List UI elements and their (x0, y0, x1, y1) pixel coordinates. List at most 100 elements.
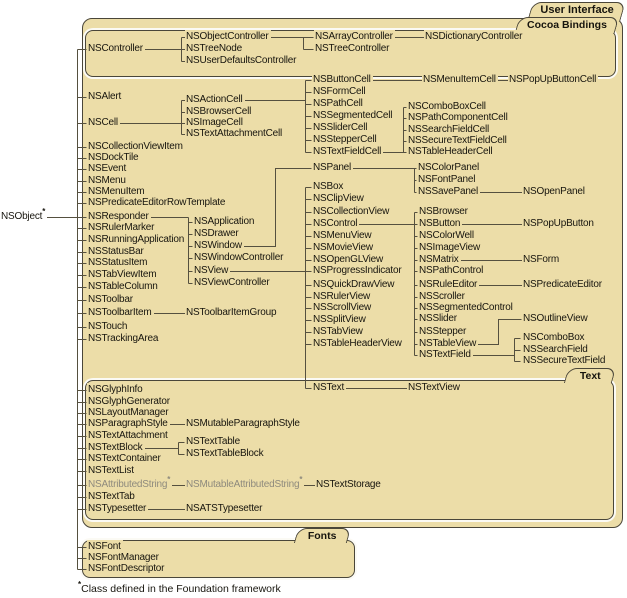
class-node-nsattributedstring: NSAttributedString* (87, 475, 173, 491)
class-node-nstreecontroller: NSTreeController (314, 42, 392, 55)
class-name: NSText (313, 382, 345, 393)
class-name: NSForm (523, 254, 560, 265)
class-node-nsstatusitem: NSStatusItem (87, 256, 150, 269)
class-node-nsmutableattributedstring: NSMutableAttributedString* (185, 475, 305, 491)
class-node-nssavepanel: NSSavePanel (417, 185, 481, 198)
folder-tab-label: User Interface (540, 4, 614, 16)
class-node-nsarraycontroller: NSArrayController (314, 30, 395, 43)
folder-tab-label: Fonts (308, 530, 337, 542)
class-name: NSComboBox (523, 332, 585, 343)
class-node-nsfontpanel: NSFontPanel (417, 173, 478, 186)
class-name: NSView (194, 265, 229, 276)
class-name: NSRunningApplication (88, 234, 185, 245)
class-name: NSTableHeaderView (313, 338, 402, 349)
class-name: NSTableColumn (88, 281, 158, 292)
class-name: NSFontPanel (418, 174, 476, 185)
class-node-nspopupbutton: NSPopUpButton (522, 217, 596, 230)
class-node-nsview: NSView (193, 264, 231, 277)
class-node-nsfont: NSFont (87, 540, 123, 553)
class-node-nstextview: NSTextView (407, 381, 462, 394)
class-name: NSAttributedString (88, 479, 168, 490)
class-node-nssecuretextfieldcell: NSSecureTextFieldCell (407, 134, 509, 147)
class-node-nsuserdefaultscontroller: NSUserDefaultsController (185, 54, 299, 67)
class-name: NSTextAttachment (88, 430, 168, 441)
class-node-nstextattachmentcell: NSTextAttachmentCell (185, 127, 285, 140)
class-name: NSButton (419, 218, 461, 229)
class-node-nsevent: NSEvent (87, 162, 129, 175)
folder-text (85, 380, 614, 520)
class-node-nssplitview: NSSplitView (312, 313, 368, 326)
class-name: NSTabViewItem (88, 269, 157, 280)
class-name: NSImageView (419, 242, 480, 253)
class-node-nsscrollview: NSScrollView (312, 301, 373, 314)
class-name: NSWindowController (194, 252, 284, 263)
class-node-nsquickdrawview: NSQuickDrawView (312, 278, 397, 291)
class-node-nssearchfield: NSSearchField (522, 343, 590, 356)
class-name: NSSliderCell (313, 122, 368, 133)
class-node-nspathcontrol: NSPathControl (418, 264, 486, 277)
class-name: NSTextTab (88, 491, 135, 502)
class-name: NSTabView (313, 326, 363, 337)
class-node-nsrulermarker: NSRulerMarker (87, 221, 157, 234)
class-name: NSPathControl (419, 265, 484, 276)
footnote: *Class defined in the Foundation framewo… (78, 580, 281, 595)
class-node-nscell: NSCell (87, 116, 120, 129)
class-node-nstabviewitem: NSTabViewItem (87, 268, 159, 281)
class-name: NSWindow (194, 240, 242, 251)
class-node-nsimagecell: NSImageCell (185, 116, 245, 129)
class-node-nstableheadercell: NSTableHeaderCell (407, 145, 495, 158)
class-node-nstoolbaritem: NSToolbarItem (87, 306, 154, 319)
class-node-nssteppercell: NSStepperCell (312, 133, 379, 146)
class-node-nsopenglview: NSOpenGLView (312, 253, 386, 266)
class-name: NSImageCell (186, 117, 243, 128)
class-name: NSPathComponentCell (408, 112, 508, 123)
class-name: NSTypesetter (88, 503, 147, 514)
class-node-nstexttab: NSTextTab (87, 490, 137, 503)
class-name: NSButtonCell (313, 74, 371, 85)
class-node-nsformcell: NSFormCell (312, 85, 368, 98)
class-node-nslayoutmanager: NSLayoutManager (87, 406, 171, 419)
class-node-nsprogressindicator: NSProgressIndicator (312, 264, 404, 277)
class-name: NSComboBoxCell (408, 101, 486, 112)
class-node-nsglyphgenerator: NSGlyphGenerator (87, 395, 172, 408)
class-node-nsresponder: NSResponder (87, 210, 151, 223)
class-node-nsrulerview: NSRulerView (312, 290, 373, 303)
class-node-nsmutableparagraphstyle: NSMutableParagraphStyle (185, 417, 302, 430)
class-name: NSTextContainer (88, 453, 161, 464)
class-name: NSOpenPanel (523, 186, 585, 197)
class-name: NSToolbarItemGroup (186, 307, 277, 318)
class-node-nsrunningapplication: NSRunningApplication (87, 233, 187, 246)
class-node-nstext: NSText (312, 381, 347, 394)
class-name: NSSegmentedCell (313, 110, 393, 121)
class-name: NSGlyphInfo (88, 384, 143, 395)
class-name: NSProgressIndicator (313, 265, 402, 276)
class-node-nsbutton: NSButton (418, 217, 463, 230)
class-node-nspathcell: NSPathCell (312, 97, 365, 110)
class-name: NSPopUpButton (523, 218, 594, 229)
class-name: NSFormCell (313, 86, 366, 97)
class-node-nscontrol: NSControl (312, 217, 360, 230)
class-name: NSCollectionViewItem (88, 141, 183, 152)
folder-tab-fonts: Fonts (293, 528, 352, 543)
class-name: NSEvent (88, 163, 127, 174)
class-name: NSGlyphGenerator (88, 396, 170, 407)
class-node-nsscroller: NSScroller (418, 290, 467, 303)
class-node-nstextfieldcell: NSTextFieldCell (312, 145, 384, 158)
class-name: NSSegmentedControl (419, 302, 513, 313)
class-name: NSTextFieldCell (313, 146, 382, 157)
class-name: NSParagraphStyle (88, 418, 168, 429)
class-name: NSTextAttachmentCell (186, 128, 283, 139)
class-node-nstypesetter: NSTypesetter (87, 502, 149, 515)
class-node-nssegmentedcell: NSSegmentedCell (312, 109, 395, 122)
class-node-nstextlist: NSTextList (87, 464, 136, 477)
class-node-nsmovieview: NSMovieView (312, 241, 375, 254)
class-name: NSControl (313, 218, 358, 229)
class-name: NSPredicateEditorRowTemplate (88, 197, 226, 208)
class-name: NSFontManager (88, 552, 159, 563)
class-name: NSAlert (88, 91, 122, 102)
class-node-nspopupbuttoncell: NSPopUpButtonCell (508, 73, 599, 86)
footnote-text: Class defined in the Foundation framewor… (81, 583, 281, 595)
class-name: NSTreeController (315, 43, 390, 54)
class-node-nsbuttoncell: NSButtonCell (312, 73, 373, 86)
class-name: NSBox (313, 181, 344, 192)
